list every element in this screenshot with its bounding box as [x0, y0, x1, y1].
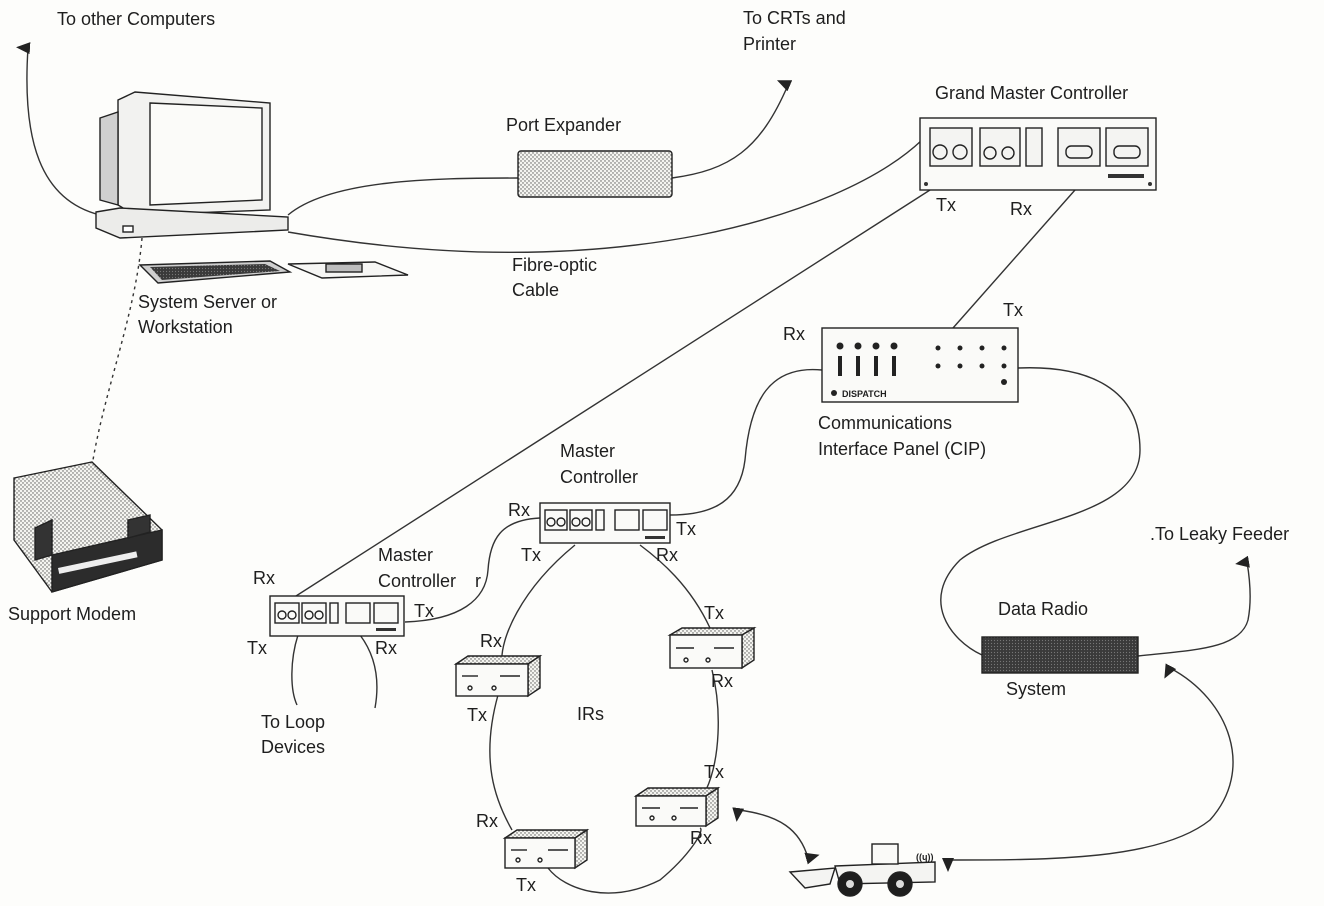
- port-cip-tx: Tx: [1003, 300, 1023, 320]
- wire-port-expander-to-crts: [671, 80, 793, 179]
- master-controller-left: [269, 595, 405, 637]
- port-ir1-rx: Rx: [480, 631, 502, 651]
- label-irs: IRs: [577, 704, 604, 724]
- label-data-radio-line1: Data Radio: [998, 599, 1088, 619]
- label-system-server-line1: System Server or: [138, 292, 277, 312]
- port-gmc-rx: Rx: [1010, 199, 1032, 219]
- label-system-server-line2: Workstation: [138, 317, 233, 337]
- port-expander: [517, 150, 673, 198]
- port-ir4-rx: Rx: [476, 811, 498, 831]
- port-ir1-tx: Tx: [467, 705, 487, 725]
- grand-master-controller: [919, 117, 1157, 191]
- port-mc-left-tx-bottom: Tx: [247, 638, 267, 658]
- label-cip-line2: Interface Panel (CIP): [818, 439, 986, 459]
- port-mc-left-rx: Rx: [253, 568, 275, 588]
- label-to-leaky-feeder: .To Leaky Feeder: [1150, 524, 1289, 544]
- label-master-controller-top-line1: Master: [560, 441, 615, 461]
- wire-gmc-to-cip: [952, 189, 1076, 329]
- label-master-controller-left-line2: Controller: [378, 571, 456, 591]
- port-mc-top-tx-right: Tx: [676, 519, 696, 539]
- label-master-controller-left-line1: Master: [378, 545, 433, 565]
- wire-gmc-to-master-left: [295, 189, 931, 597]
- wire-cip-to-data-radio: [940, 367, 1141, 656]
- port-cip-rx: Rx: [783, 324, 805, 344]
- port-mc-top-rx-bottom: Rx: [656, 545, 678, 565]
- port-gmc-tx: Tx: [936, 195, 956, 215]
- connection-lines: [16, 42, 1251, 894]
- port-ir3-rx: Rx: [690, 828, 712, 848]
- label-support-modem: Support Modem: [8, 604, 136, 624]
- label-master-controller-top-line2: Controller: [560, 467, 638, 487]
- vehicle-signal-icon: ((ɥ)): [916, 852, 934, 862]
- label-to-loop-line1: To Loop: [261, 712, 325, 732]
- label-controller-mark: r: [475, 571, 481, 591]
- label-port-expander: Port Expander: [506, 115, 621, 135]
- wire-to-other-computers: [16, 42, 101, 216]
- port-ir2-tx: Tx: [704, 603, 724, 623]
- radio-link-vehicle: [941, 663, 1234, 872]
- label-to-other-computers: To other Computers: [57, 9, 215, 29]
- labels: To other Computers To CRTs and Printer G…: [8, 8, 1289, 757]
- cip-panel-text: DISPATCH: [842, 389, 887, 399]
- label-to-crts-line1: To CRTs and: [743, 8, 846, 28]
- port-mc-left-tx-right: Tx: [414, 601, 434, 621]
- fibre-optic-cable: [287, 139, 923, 254]
- label-fibre-optic-line2: Cable: [512, 280, 559, 300]
- label-fibre-optic-line1: Fibre-optic: [512, 255, 597, 275]
- radio-link-ir: [732, 807, 820, 865]
- data-radio-system: [981, 636, 1139, 674]
- port-ir3-tx: Tx: [704, 762, 724, 782]
- wire-loop-devices: [291, 634, 378, 709]
- port-mc-left-rx-bottom: Rx: [375, 638, 397, 658]
- wire-master-top-to-master-left: [404, 517, 541, 623]
- ir-box-2: [667, 626, 757, 670]
- mine-vehicle: ((ɥ)): [788, 843, 936, 897]
- port-labels: Tx Rx Rx Tx Rx Tx Tx Rx Rx Tx Tx Rx Rx T…: [247, 195, 1032, 895]
- ir-box-1: [453, 654, 543, 698]
- port-ir2-rx: Rx: [711, 671, 733, 691]
- ir-ring: [489, 544, 719, 894]
- label-to-crts-line2: Printer: [743, 34, 796, 54]
- support-modem: [13, 461, 163, 593]
- communications-interface-panel: DISPATCH: [821, 327, 1019, 403]
- port-mc-top-rx: Rx: [508, 500, 530, 520]
- port-ir4-tx: Tx: [516, 875, 536, 895]
- wire-cip-to-master-top: [669, 368, 823, 516]
- ir-box-3: [633, 786, 721, 828]
- wire-to-leaky-feeder: [1137, 555, 1251, 657]
- label-to-loop-line2: Devices: [261, 737, 325, 757]
- master-controller-top: [539, 502, 671, 544]
- wire-server-to-port-expander: [287, 177, 519, 216]
- label-cip-line1: Communications: [818, 413, 952, 433]
- label-data-radio-line2: System: [1006, 679, 1066, 699]
- ir-box-4: [502, 828, 590, 870]
- system-server-workstation: [95, 91, 409, 284]
- label-grand-master-controller: Grand Master Controller: [935, 83, 1128, 103]
- port-mc-top-tx-bottom: Tx: [521, 545, 541, 565]
- modem-dotted-link: [89, 237, 143, 481]
